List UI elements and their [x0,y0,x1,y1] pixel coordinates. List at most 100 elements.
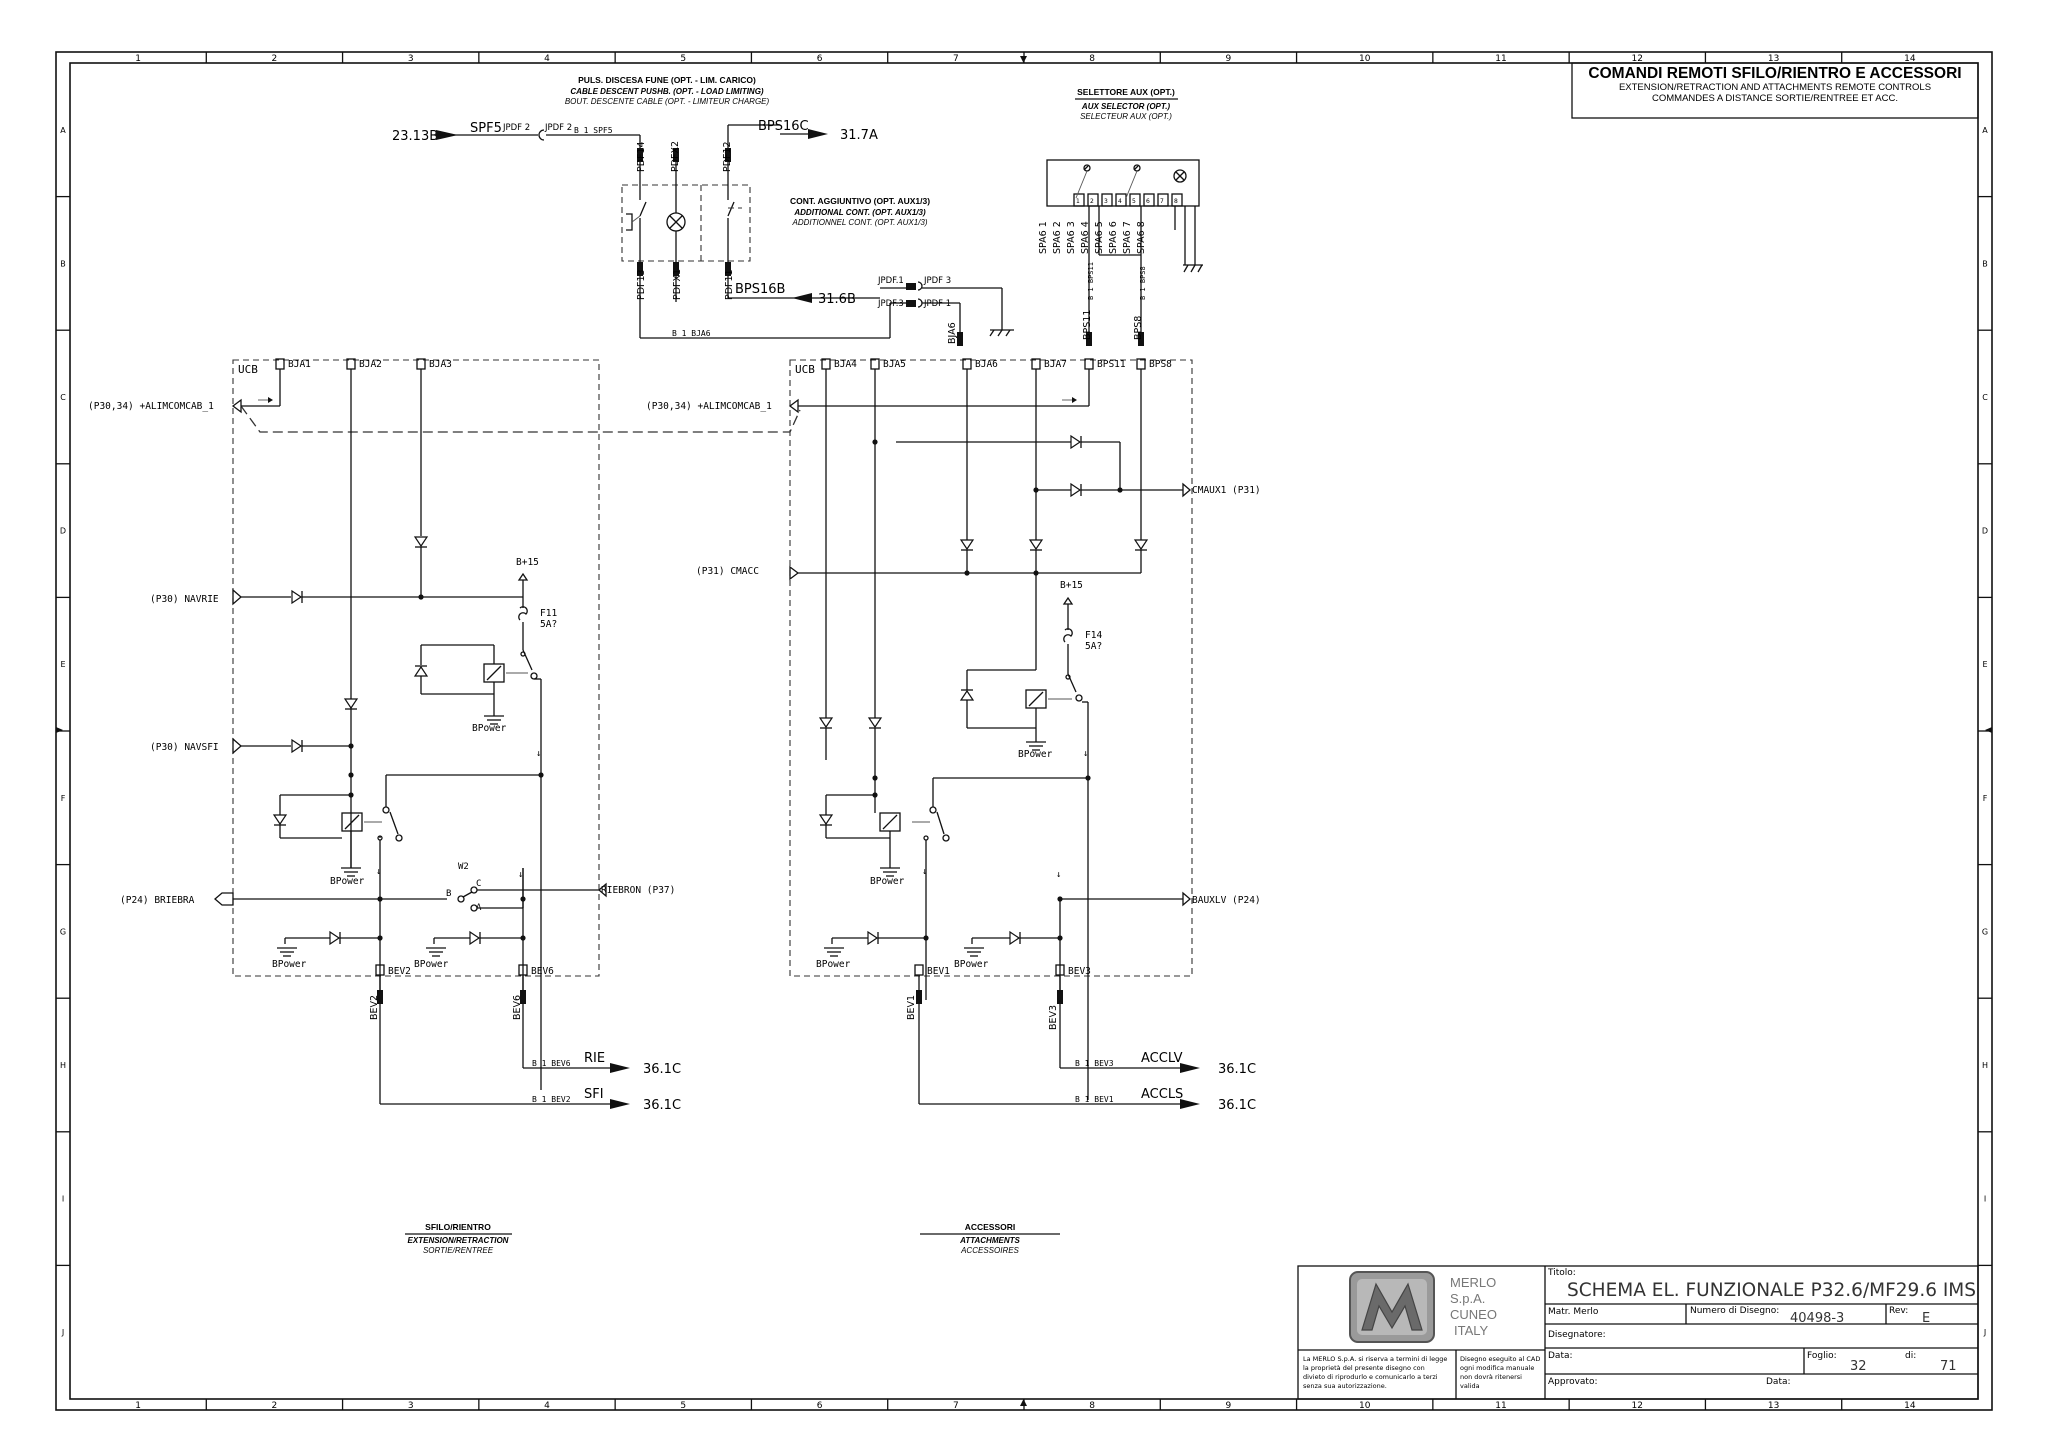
svg-text:CONT. AGGIUNTIVO (OPT. AUX1/3): CONT. AGGIUNTIVO (OPT. AUX1/3) [790,196,930,206]
svg-text:BPower: BPower [816,959,851,970]
grid-col-label-bottom: 2 [272,1401,278,1411]
svg-text:BEV6: BEV6 [512,995,523,1020]
grid-col-label-top: 11 [1495,54,1506,64]
selector-pin-number: 8 [1174,198,1178,205]
grid-row-label-right: I [1984,1195,1986,1204]
ucb-pin-label: BJA1 [288,359,311,370]
grid-row-label-right: C [1982,393,1988,402]
svg-text:Data:: Data: [1548,1351,1573,1361]
svg-text:BPS16C: BPS16C [758,119,809,134]
svg-text:↓: ↓ [518,870,523,880]
svg-text:↓: ↓ [376,867,381,877]
grid-row-label-right: F [1983,794,1988,803]
svg-text:ADDITIONAL CONT. (OPT. AUX1/3): ADDITIONAL CONT. (OPT. AUX1/3) [793,208,926,217]
svg-text:B 1 BPS8: B 1 BPS8 [1139,266,1147,300]
spa6-connector-label: SPA6 7 [1122,221,1133,254]
spa6-connector-label: SPA6 6 [1108,221,1119,254]
svg-text:CABLE DESCENT PUSHB. (OPT. - L: CABLE DESCENT PUSHB. (OPT. - LOAD LIMITI… [570,87,764,96]
selector-pin-number: 6 [1146,198,1150,205]
grid-col-label-top: 13 [1768,54,1779,64]
svg-text:36.1C: 36.1C [643,1062,681,1077]
svg-text:32: 32 [1850,1359,1867,1374]
svg-text:36.1C: 36.1C [1218,1062,1256,1077]
spf5-label: SPF5 [470,121,502,136]
grid-col-label-top: 10 [1359,54,1371,64]
ucb-pin-label: BPS8 [1149,359,1172,370]
grid-row-label-left: J [61,1328,64,1337]
svg-text:36.1C: 36.1C [643,1098,681,1113]
svg-text:BPower: BPower [414,959,449,970]
svg-text:B 1 BEV1: B 1 BEV1 [1075,1095,1114,1104]
svg-text:UCB: UCB [795,363,815,376]
svg-text:la proprietà del presente dise: la proprietà del presente disegno con [1303,1364,1425,1372]
svg-text:B: B [446,889,451,899]
svg-text:BPS8: BPS8 [1133,316,1144,340]
drawing-title: SCHEMA EL. FUNZIONALE P32.6/MF29.6 IMS [1567,1280,1976,1301]
svg-text:SORTIE/RENTREE: SORTIE/RENTREE [423,1246,494,1255]
pushbutton-caption: PULS. DISCESA FUNE (OPT. - LIM. CARICO) … [565,75,770,106]
spa6-connector-label: SPA6 2 [1052,221,1063,254]
grid-row-label-left: I [62,1195,64,1204]
ucb-pin-label: BJA4 [834,359,857,370]
spa6-connector-label: SPA6 4 [1080,221,1091,254]
grid-row-label-right: D [1982,527,1988,536]
svg-text:36.1C: 36.1C [1218,1098,1256,1113]
ucb-pin-label: BJA7 [1044,359,1067,370]
ucb-pin-label: BEV6 [531,966,554,977]
selector-pin-number: 3 [1104,198,1108,205]
grid-row-label-left: F [61,794,66,803]
svg-text:BPower: BPower [472,723,507,734]
svg-text:C: C [476,879,481,889]
svg-text:BPower: BPower [272,959,307,970]
svg-text:JPDF.3: JPDF.3 [877,299,904,309]
svg-text:B 1 BEV3: B 1 BEV3 [1075,1059,1114,1068]
grid-col-label-top: 14 [1904,54,1916,64]
ref-23-13b: 23.13B [392,129,438,144]
svg-text:(P24) BRIEBRA: (P24) BRIEBRA [120,895,195,906]
svg-text:↓: ↓ [1056,870,1061,880]
svg-text:(P30) NAVSFI: (P30) NAVSFI [150,742,219,753]
svg-text:JPDF 3: JPDF 3 [923,276,951,286]
svg-text:ACCESSOIRES: ACCESSOIRES [960,1246,1019,1255]
svg-text:BPower: BPower [870,876,905,887]
grid-col-label-top: 8 [1089,54,1095,64]
svg-text:PDFX1: PDFX1 [672,269,683,300]
grid-col-label-bottom: 13 [1768,1401,1779,1411]
jpdf-connector-group: JPDF.1 JPDF 3 JPDF.3 JPDF 1 BJA6 [877,276,1014,346]
svg-text:40498-3: 40498-3 [1790,1311,1844,1326]
svg-text:ADDITIONNEL CONT. (OPT. AUX1/3: ADDITIONNEL CONT. (OPT. AUX1/3) [792,218,928,227]
grid-row-label-right: A [1982,126,1988,135]
grid-col-label-top: 2 [272,54,278,64]
svg-text:Foglio:: Foglio: [1807,1351,1837,1361]
selector-pin-number: 2 [1090,198,1094,205]
svg-text:Data:: Data: [1766,1377,1791,1387]
svg-text:JPDF 2: JPDF 2 [544,123,572,133]
svg-text:SELECTEUR AUX (OPT.): SELECTEUR AUX (OPT.) [1080,112,1172,121]
header-title: COMANDI REMOTI SFILO/RIENTRO E ACCESSORI [1588,65,1961,82]
grid-col-label-bottom: 6 [817,1401,823,1411]
svg-text:31.6B: 31.6B [818,292,856,307]
ucb-pin-label: BEV3 [1068,966,1091,977]
grid-col-label-top: 7 [953,54,959,64]
svg-text:B+15: B+15 [516,557,539,568]
grid-col-label-top: 4 [544,54,550,64]
grid-col-label-bottom: 10 [1359,1401,1371,1411]
svg-text:ITALY: ITALY [1454,1323,1489,1338]
ucb-pin-label: BJA6 [975,359,998,370]
svg-text:(P30,34) +ALIMCOMCAB_1: (P30,34) +ALIMCOMCAB_1 [88,401,214,412]
title-block: MERLO S.p.A. CUNEO ITALY La MERLO S.p.A.… [1297,1265,1979,1400]
svg-text:BPower: BPower [954,959,989,970]
svg-text:F14: F14 [1085,630,1102,641]
svg-text:BJA6: BJA6 [947,322,958,344]
header-subtitle-en: EXTENSION/RETRACTION AND ATTACHMENTS REM… [1619,82,1931,93]
svg-text:BEV2: BEV2 [369,995,380,1020]
grid-row-label-left: E [60,660,65,669]
grid-col-label-bottom: 12 [1632,1401,1643,1411]
svg-text:(P31) CMACC: (P31) CMACC [696,566,759,577]
svg-text:BOUT. DESCENTE CABLE (OPT. - L: BOUT. DESCENTE CABLE (OPT. - LIMITEUR CH… [565,97,770,106]
header-subtitle-fr: COMMANDES A DISTANCE SORTIE/RENTREE ET A… [1652,93,1898,104]
svg-text:MERLO: MERLO [1450,1275,1496,1290]
grid-col-label-top: 9 [1226,54,1232,64]
